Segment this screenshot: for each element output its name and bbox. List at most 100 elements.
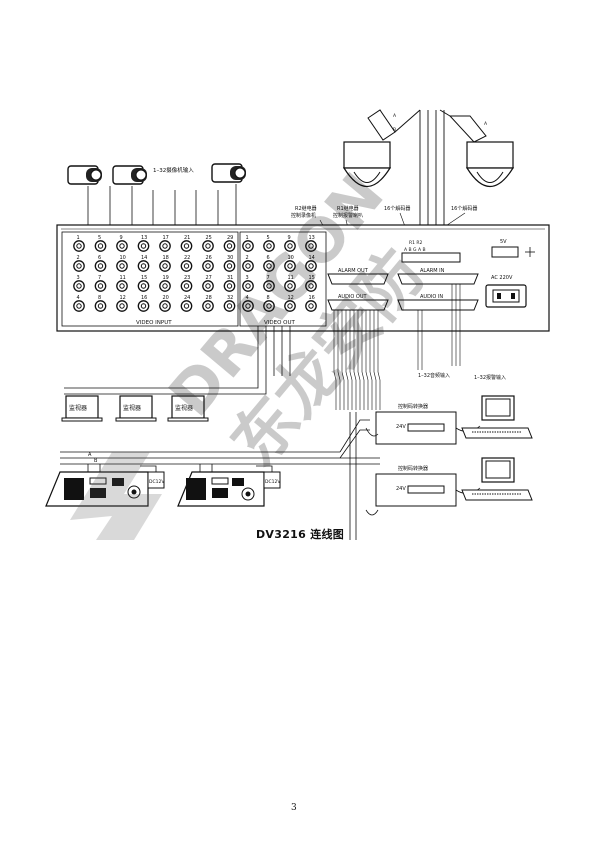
video-input-number: 21 (184, 235, 190, 241)
video-input-number: 22 (184, 255, 190, 261)
video-input-bnc-pin (205, 263, 211, 269)
ac-power-label: AC 220V (491, 275, 513, 281)
video-input-number: 15 (141, 275, 147, 281)
svg-text:B: B (393, 127, 396, 133)
video-out-bnc-pin (245, 243, 251, 249)
video-input-number: 30 (227, 255, 233, 261)
video-input-bnc-pin (140, 303, 147, 309)
video-input-bnc-pin (140, 243, 147, 249)
video-input-bnc-pin (205, 303, 211, 309)
video-input-bnc-pin (162, 243, 168, 249)
video-input-bnc-pin (119, 243, 125, 249)
r1-relay-label: R1继电器 (337, 205, 359, 212)
svg-text:A: A (484, 121, 488, 127)
ground-icon (525, 247, 535, 257)
video-out-number: 12 (288, 295, 294, 301)
audio-alarm-input-wires (417, 284, 461, 370)
video-input-bnc-pin (76, 263, 82, 269)
video-input-number: 28 (206, 295, 212, 301)
video-input-bnc-pin (140, 263, 147, 269)
alarm-out-connector: ALARM OUT (327, 268, 389, 285)
audio-input-label: 1–32音频输入 (418, 372, 450, 379)
video-input-bnc-pin (226, 243, 233, 249)
video-out-block (239, 231, 327, 327)
power-supply-box: DC12V (263, 471, 281, 489)
video-out-number: 2 (246, 255, 249, 261)
video-out-number: 10 (288, 255, 294, 261)
video-input-number: 20 (163, 295, 169, 301)
svg-text:AUDIO IN: AUDIO IN (420, 294, 443, 300)
alarm-in-connector: ALARM IN (397, 268, 479, 285)
video-input-bnc-pin (119, 263, 125, 269)
video-input-number: 8 (98, 295, 101, 301)
video-out-bnc-pin (245, 283, 251, 289)
video-input-bnc-pin (140, 283, 147, 289)
camera-icon (211, 163, 246, 183)
control-code-converter: 控制码转换器 24V (375, 465, 457, 507)
video-out-bnc-pin (287, 243, 293, 249)
control-keyboard-icon (45, 471, 149, 507)
video-input-number: 19 (163, 275, 169, 281)
bus-b-label: B (94, 458, 98, 464)
video-input-number: 10 (120, 255, 126, 261)
control-wire-bundle (333, 310, 381, 410)
video-input-bnc-pin (205, 283, 211, 289)
video-input-number: 27 (206, 275, 212, 281)
computer-icon (461, 457, 533, 501)
video-input-number: 25 (206, 235, 212, 241)
video-input-bnc-pin (76, 303, 82, 309)
video-input-number: 17 (163, 235, 169, 241)
video-out-number: 9 (288, 235, 291, 241)
svg-text:ALARM IN: ALARM IN (420, 268, 445, 274)
monitor-icon: 监视器 (61, 395, 103, 422)
video-out-bnc-pin (266, 283, 272, 289)
video-out-bnc-pin (266, 263, 272, 269)
control-wire (353, 310, 357, 410)
svg-text:监视器: 监视器 (123, 404, 141, 412)
video-out-bnc-pin (287, 283, 293, 289)
video-input-number: 7 (98, 275, 101, 281)
video-input-number: 14 (141, 255, 147, 261)
video-input-bnc-pin (226, 263, 233, 269)
svg-text:监视器: 监视器 (69, 404, 87, 412)
video-input-number: 6 (98, 255, 101, 261)
control-wire (349, 310, 353, 410)
video-input-bnc-pin (205, 243, 211, 249)
video-input-bnc-pin (183, 263, 190, 269)
dip-switch (491, 246, 519, 258)
svg-text:A B G A B: A B G A B (404, 247, 426, 253)
video-out-bnc-pin (287, 303, 293, 309)
video-input-bnc-pin (226, 303, 233, 309)
control-wire (365, 310, 369, 410)
video-input-number: 4 (77, 295, 80, 301)
video-input-bnc-pin (226, 283, 233, 289)
control-wire (361, 310, 365, 410)
bus-a-label: A (88, 452, 92, 458)
svg-text:DC12V: DC12V (149, 479, 165, 485)
video-out-bnc-pin (308, 243, 314, 249)
video-input-number: 29 (227, 235, 233, 241)
svg-text:控制码转换器: 控制码转换器 (398, 403, 428, 410)
svg-text:A: A (393, 113, 397, 119)
video-input-bnc-pin (119, 283, 125, 289)
video-out-bnc-pin (266, 303, 272, 309)
camera-icon (112, 165, 147, 185)
video-out-bnc-pin (308, 263, 314, 269)
video-input-number: 12 (120, 295, 126, 301)
video-out-number: 6 (267, 255, 270, 261)
video-out-bnc-pin (308, 283, 314, 289)
r2-relay-label-2: 控制录像机 (291, 212, 316, 219)
diagram-caption: DV3216 连线图 (256, 528, 345, 541)
video-out-label: VIDEO OUT (264, 320, 296, 326)
control-wire (377, 310, 381, 410)
video-input-number: 1 (77, 235, 80, 241)
decoder-label-left: 16个解码器 (384, 205, 410, 212)
svg-text:DC12V: DC12V (265, 479, 281, 485)
alarm-input-label: 1–32报警输入 (474, 374, 506, 381)
video-out-bnc-pin (308, 303, 314, 309)
video-out-number: 8 (267, 295, 270, 301)
video-input-number: 3 (77, 275, 80, 281)
control-code-converter: 控制码转换器 24V (375, 403, 457, 445)
